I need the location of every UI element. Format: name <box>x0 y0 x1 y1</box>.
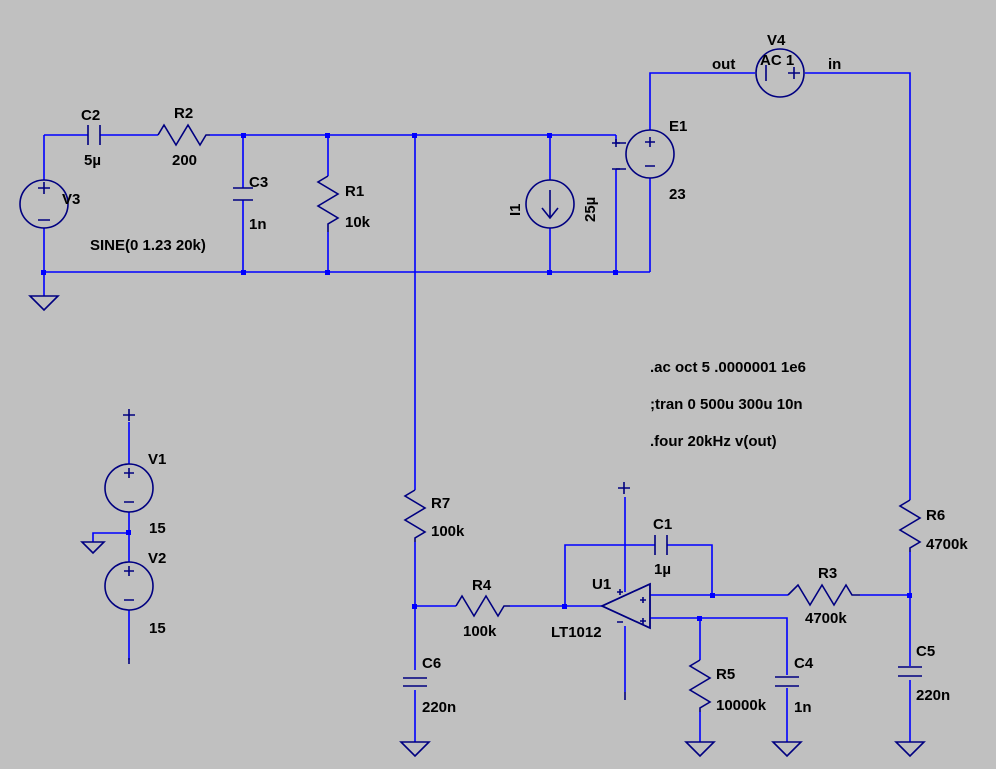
V2-value: 15 <box>149 620 166 637</box>
V2-source[interactable] <box>104 561 154 611</box>
junction-dot <box>325 270 330 275</box>
junction-dot <box>126 530 131 535</box>
spice-directive-four[interactable]: .four 20kHz v(out) <box>650 433 777 450</box>
wires <box>43 72 911 742</box>
C6-capacitor[interactable] <box>403 677 427 687</box>
R7-value: 100k <box>431 523 465 540</box>
R4-resistor[interactable] <box>455 594 510 618</box>
R2-value: 200 <box>172 152 197 169</box>
E1-name: E1 <box>669 118 687 135</box>
V1-name: V1 <box>148 451 166 468</box>
junction-dot <box>241 133 246 138</box>
wire[interactable] <box>649 72 755 130</box>
V1-value: 15 <box>149 520 166 537</box>
spice-directive-ac[interactable]: .ac oct 5 .0000001 1e6 <box>650 359 806 376</box>
ground-icon <box>399 741 431 758</box>
C5-capacitor[interactable] <box>898 666 922 677</box>
junction-dot <box>547 270 552 275</box>
C3-value: 1n <box>249 216 267 233</box>
I1-name: I1 <box>507 203 524 216</box>
C1-capacitor[interactable] <box>654 535 668 555</box>
C6-value: 220n <box>422 699 456 716</box>
I1-value: 25µ <box>582 197 599 222</box>
net-label-out: out <box>712 56 735 73</box>
R6-resistor[interactable] <box>898 499 922 552</box>
C3-name: C3 <box>249 174 268 191</box>
R4-name: R4 <box>472 577 492 594</box>
E1-value: 23 <box>669 186 686 203</box>
R2-name: R2 <box>174 105 193 122</box>
V4-value: AC 1 <box>760 52 794 69</box>
U1-value: LT1012 <box>551 624 602 641</box>
wire[interactable] <box>92 532 129 542</box>
net-label-in: in <box>828 56 841 73</box>
junctions <box>41 133 912 621</box>
U1-name: U1 <box>592 576 611 593</box>
U1-opamp[interactable] <box>600 582 651 630</box>
junction-dot <box>562 604 567 609</box>
ground-icon <box>771 741 803 758</box>
wire[interactable] <box>650 617 788 675</box>
plus-supply-icon <box>618 482 630 494</box>
V3-source[interactable] <box>19 179 69 229</box>
junction-dot <box>697 616 702 621</box>
junction-dot <box>41 270 46 275</box>
V3-name: V3 <box>62 191 80 208</box>
ground-icon <box>684 741 716 758</box>
plus-supply-icon <box>123 409 135 421</box>
C5-name: C5 <box>916 643 935 660</box>
junction-dot <box>710 593 715 598</box>
C1-name: C1 <box>653 516 672 533</box>
junction-dot <box>325 133 330 138</box>
R4-value: 100k <box>463 623 497 640</box>
junction-dot <box>547 133 552 138</box>
R3-resistor[interactable] <box>787 583 860 607</box>
C5-value: 220n <box>916 687 950 704</box>
R7-name: R7 <box>431 495 450 512</box>
ground-icon <box>894 741 926 758</box>
wire[interactable] <box>805 72 911 500</box>
junction-dot <box>241 270 246 275</box>
I1-current-source[interactable] <box>525 179 575 229</box>
V1-source[interactable] <box>104 463 154 513</box>
C2-name: C2 <box>81 107 100 124</box>
C6-name: C6 <box>422 655 441 672</box>
R5-value: 10000k <box>716 697 767 714</box>
R3-value: 4700k <box>805 610 847 627</box>
R6-name: R6 <box>926 507 945 524</box>
ground-icon <box>80 541 106 555</box>
R1-value: 10k <box>345 214 371 231</box>
R1-resistor[interactable] <box>316 175 340 232</box>
R5-resistor[interactable] <box>688 659 712 712</box>
R6-value: 4700k <box>926 536 968 553</box>
E1-controlled-source[interactable] <box>612 129 675 179</box>
junction-dot <box>412 133 417 138</box>
junction-dot <box>412 604 417 609</box>
wire[interactable] <box>667 544 713 595</box>
R2-resistor[interactable] <box>157 123 210 147</box>
R5-name: R5 <box>716 666 735 683</box>
spice-directive-tran[interactable]: ;tran 0 500u 300u 10n <box>650 396 803 413</box>
C4-value: 1n <box>794 699 812 716</box>
C4-capacitor[interactable] <box>775 676 799 687</box>
C3-capacitor[interactable] <box>233 187 253 201</box>
junction-dot <box>907 593 912 598</box>
V4-ac-source[interactable] <box>755 48 805 98</box>
V2-name: V2 <box>148 550 166 567</box>
V4-name: V4 <box>767 32 786 49</box>
C1-value: 1µ <box>654 561 671 578</box>
R7-resistor[interactable] <box>403 489 427 542</box>
opamp-pin-marks <box>617 589 646 624</box>
V3-value: SINE(0 1.23 20k) <box>90 237 206 254</box>
R3-name: R3 <box>818 565 837 582</box>
junction-dot <box>613 270 618 275</box>
R1-name: R1 <box>345 183 364 200</box>
C2-capacitor[interactable] <box>87 125 101 145</box>
C4-name: C4 <box>794 655 814 672</box>
ground-icon <box>28 295 60 312</box>
C2-value: 5µ <box>84 152 101 169</box>
